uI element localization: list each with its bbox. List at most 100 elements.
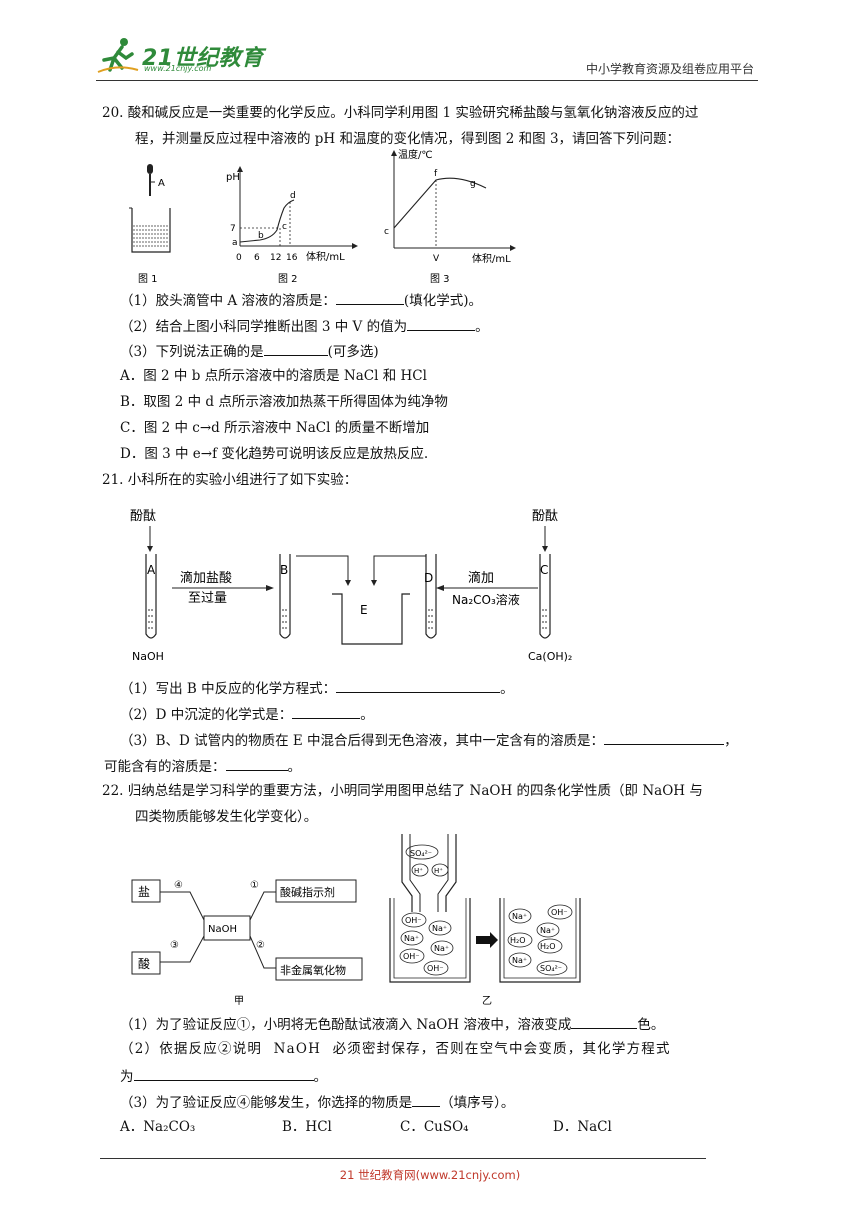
fig3-caption: 图 3: [430, 273, 450, 285]
fig2-point-c: c: [282, 222, 287, 232]
arrow2-label-line2: Na₂CO₃溶液: [452, 592, 520, 607]
yi-r-so4: SO₄²⁻: [540, 964, 562, 973]
q20-option-a: A．图 2 中 b 点所示溶液中的溶质是 NaCl 和 HCl: [120, 368, 427, 384]
q22-sub3: （3）为了验证反应④能够发生，你选择的物质是（填序号）。: [120, 1092, 514, 1112]
yi-r-h2o-1: H₂O: [510, 936, 526, 945]
page-header: 21世纪教育 www.21cnjy.com 中小学教育资源及组卷应用平台: [96, 34, 758, 81]
fig3-point-c: c: [384, 227, 389, 237]
jia-acid: 酸: [138, 956, 150, 971]
jia-n1: ①: [250, 880, 259, 891]
fig3-v: V: [433, 254, 440, 264]
jia-caption: 甲: [234, 996, 244, 1007]
jia-n3: ③: [170, 940, 179, 951]
answer-blank[interactable]: [336, 678, 501, 693]
answer-blank[interactable]: [407, 316, 476, 331]
logo-url: www.21cnjy.com: [144, 64, 212, 73]
q21-stem: 21. 小科所在的实验小组进行了如下实验：: [102, 472, 358, 488]
fig2-tick-6: 6: [254, 253, 260, 263]
logo-runner-icon: [97, 38, 139, 73]
yi-na-3: Na⁺: [434, 944, 449, 953]
answer-blank[interactable]: [133, 1066, 314, 1081]
yi-oh-1: OH⁻: [405, 916, 422, 925]
fig1-caption: 图 1: [138, 273, 158, 285]
q20-figure-2-ph-chart: pH 7 a b c d 0 6 12 16 体积/mL 图 2: [226, 166, 358, 285]
yi-h1: H⁺: [414, 867, 423, 875]
yi-h2: H⁺: [434, 867, 443, 875]
jia-n2: ②: [256, 940, 265, 951]
yi-na-2: Na⁺: [404, 934, 419, 943]
fig2-y-label: pH: [226, 172, 240, 183]
q20-sub3: （3）下列说法正确的是(可多选): [120, 341, 379, 361]
yi-r-na-3: Na⁺: [512, 956, 527, 965]
fig3-y-label: 温度/℃: [398, 148, 433, 161]
q21-experiment-figure: 酚酞 A NaOH 滴加盐酸 至过量 B E D 滴加 Na₂CO₃溶液 酚酞 …: [130, 509, 572, 663]
beaker-e-label: E: [360, 603, 368, 617]
answer-blank[interactable]: [225, 756, 288, 771]
fig3-point-g: g: [470, 179, 476, 189]
q22-stem-line1: 22. 归纳总结是学习科学的重要方法，小明同学用图甲总结了 NaOH 的四条化学…: [102, 783, 703, 799]
answer-blank[interactable]: [335, 290, 404, 305]
q21-sub3: （3）B、D 试管内的物质在 E 中混合后得到无色溶液，其中一定含有的溶质是：，: [120, 730, 738, 750]
q21-sub3-cont: 可能含有的溶质是：。: [104, 756, 301, 776]
fig1-label-a: A: [158, 178, 165, 189]
fig2-ya: a: [232, 238, 238, 248]
q20-figure-1-beaker: A 图 1: [129, 164, 171, 285]
fig2-x-label: 体积/mL: [306, 251, 345, 263]
yi-so4: SO₄²⁻: [410, 849, 432, 858]
footer-rule: [100, 1158, 706, 1159]
jia-n4: ④: [174, 880, 183, 891]
answer-blank[interactable]: [604, 730, 725, 745]
fig3-point-f: f: [434, 169, 438, 179]
q22-sub2: （2）依据反应②说明 NaOH 必须密封保存，否则在空气中会变质，其化学方程式: [120, 1041, 671, 1057]
q22-option-a: A．Na₂CO₃: [120, 1119, 196, 1135]
fig2-tick-0: 0: [236, 253, 242, 263]
q20-stem-line2: 程，并测量反应过程中溶液的 pH 和温度的变化情况，得到图 2 和图 3，请回答…: [135, 131, 681, 147]
caoh2-label: Ca(OH)₂: [528, 650, 572, 663]
header-platform-name: 中小学教育资源及组卷应用平台: [585, 62, 754, 76]
jia-oxide: 非金属氧化物: [280, 963, 346, 977]
tube-d-label: D: [424, 571, 433, 585]
answer-blank[interactable]: [263, 341, 328, 356]
q20-sub1: （1）胶头滴管中 A 溶液的溶质是：(填化学式)。: [120, 290, 482, 310]
answer-blank[interactable]: [292, 704, 361, 719]
yi-oh-2: OH⁻: [403, 952, 420, 961]
fig2-point-d: d: [290, 191, 296, 201]
fig2-y7: 7: [230, 224, 236, 234]
q21-sub2: （2）D 中沉淀的化学式是：。: [120, 704, 374, 724]
jia-indicator: 酸碱指示剂: [280, 885, 335, 899]
q20-stem-line1: 20. 酸和碱反应是一类重要的化学反应。小科同学利用图 1 实验研究稀盐酸与氢氧…: [102, 105, 699, 121]
phenolphthalein-label-left: 酚酞: [130, 509, 156, 524]
fig3-x-label: 体积/mL: [472, 253, 511, 265]
q22-option-c: C．CuSO₄: [400, 1119, 469, 1135]
yi-r-h2o-2: H₂O: [540, 942, 556, 951]
fig2-caption: 图 2: [278, 273, 298, 285]
q20-option-b: B．取图 2 中 d 点所示溶液加热蒸干所得固体为纯净物: [120, 394, 448, 410]
q22-sub2-cont: 为。: [120, 1066, 327, 1086]
yi-oh-3: OH⁻: [427, 964, 444, 973]
arrow1-label-line1: 滴加盐酸: [180, 570, 232, 586]
answer-blank[interactable]: [571, 1014, 638, 1029]
q22-option-b: B．HCl: [282, 1119, 332, 1135]
logo-text: 21世纪教育: [142, 46, 264, 71]
tube-b-label: B: [280, 563, 288, 577]
transform-arrow-icon: [476, 932, 498, 948]
fig2-tick-12: 12: [270, 253, 281, 263]
phenolphthalein-label-right: 酚酞: [532, 509, 558, 524]
q22-stem-line2: 四类物质能够发生化学变化）。: [135, 809, 318, 825]
q22-figure-jia: 盐 酸 NaOH 酸碱指示剂 非金属氧化物 ④ ③ ① ② 甲: [131, 879, 363, 1007]
tube-a-label: A: [147, 563, 156, 577]
q20-option-d: D．图 3 中 e→f 变化趋势可说明该反应是放热反应.: [120, 446, 429, 462]
yi-caption: 乙: [482, 995, 492, 1007]
naoh-label: NaOH: [132, 650, 164, 663]
fig2-point-b: b: [258, 231, 264, 241]
answer-blank[interactable]: [412, 1092, 441, 1107]
yi-r-na-1: Na⁺: [512, 912, 527, 921]
q21-sub1: （1）写出 B 中反应的化学方程式：。: [120, 678, 514, 698]
jia-salt: 盐: [138, 885, 150, 899]
yi-r-na-2: Na⁺: [540, 926, 555, 935]
jia-center-naoh: NaOH: [208, 924, 237, 935]
yi-na-1: Na⁺: [432, 924, 447, 933]
q22-sub1: （1）为了验证反应①，小明将无色酚酞试液滴入 NaOH 溶液中，溶液变成色。: [120, 1014, 664, 1034]
q22-option-d: D．NaCl: [553, 1119, 612, 1135]
footer-text[interactable]: 21 世纪教育网(www.21cnjy.com): [339, 1168, 521, 1182]
